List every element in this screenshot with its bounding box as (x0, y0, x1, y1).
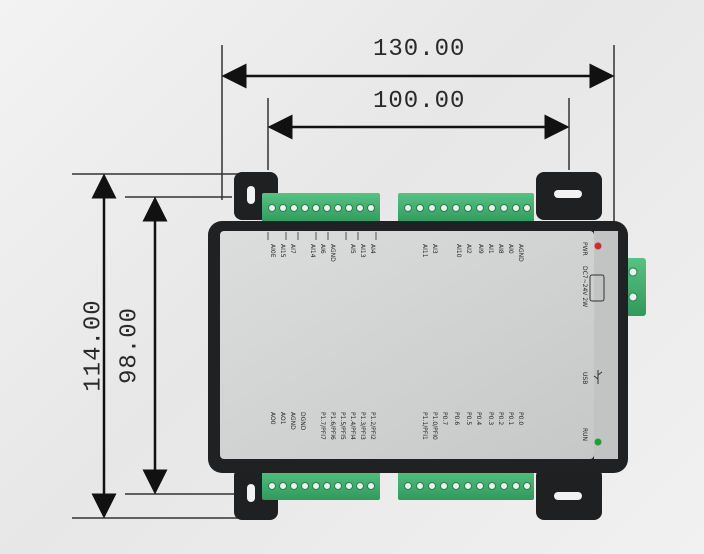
terminal-label: P0.0 (517, 412, 524, 426)
terminal-label: P1.4/PFI4 (349, 412, 356, 440)
terminal-label: P1.0/PFI0 (431, 412, 438, 440)
terminal-label: AI11 (421, 244, 428, 258)
terminal-label: AI10 (455, 244, 462, 258)
terminal-label: AI9 (477, 244, 484, 254)
terminal-label: P1.3/PFI3 (359, 412, 366, 440)
dimension-height-outer: 114.00 (80, 299, 108, 392)
terminal-label: P0.6 (453, 412, 460, 426)
terminal-label: P1.2/PFI2 (369, 412, 376, 440)
dimension-height-inner: 98.00 (116, 307, 144, 385)
terminal-label: AI4 (369, 244, 376, 254)
terminal-label: P1.1/PFI1 (421, 412, 428, 440)
dimension-arrows (91, 63, 615, 519)
terminal-label: AGND (517, 244, 524, 262)
terminal-label: AI1 (487, 244, 494, 254)
mounting-slots (247, 186, 582, 502)
pwr-led (594, 242, 602, 250)
run-led (594, 438, 602, 446)
terminal-label: P0.5 (465, 412, 472, 426)
pwr-label: PWR (581, 242, 588, 256)
power-port (589, 274, 605, 302)
terminal-label: P1.6/PFI6 (329, 412, 336, 440)
terminal-label: AI8 (497, 244, 504, 254)
run-label: RUN (581, 428, 588, 442)
terminal-label: P0.3 (487, 412, 494, 426)
terminal-label: AI13 (359, 244, 366, 258)
power-spec-label: DC7~24V 2W (581, 266, 588, 308)
terminal-label: P0.7 (441, 412, 448, 426)
terminal-label: P0.1 (507, 412, 514, 426)
terminal-label: AI6 (319, 244, 326, 254)
terminal-label: AI5 (349, 244, 356, 254)
terminal-label: AI15 (279, 244, 286, 258)
pin-ticks (267, 232, 377, 240)
terminal-label: P1.5/PFI5 (339, 412, 346, 440)
terminal-label: P1.7/PFI7 (319, 412, 326, 440)
side-strip (594, 231, 618, 459)
terminal-label: AGND (289, 412, 296, 430)
dimension-width-outer: 130.00 (373, 36, 466, 63)
terminal-label: AO0 (269, 412, 276, 425)
terminal-label: AI0E (269, 244, 276, 258)
terminal-label: AO1 (279, 412, 286, 425)
terminal-label: P0.4 (475, 412, 482, 426)
terminal-label: AI0 (507, 244, 514, 254)
terminal-label: AI2 (465, 244, 472, 254)
terminal-label: AI14 (309, 244, 316, 258)
dimension-width-inner: 100.00 (373, 88, 466, 115)
front-panel (220, 231, 594, 459)
terminal-label: P0.2 (497, 412, 504, 426)
terminal-label: DGND (299, 412, 306, 431)
terminal-label: AI3 (431, 244, 438, 254)
terminal-label: AI7 (289, 244, 296, 254)
terminal-screws (268, 204, 638, 490)
usb-label: USB (581, 372, 588, 385)
usb-icon (593, 370, 603, 384)
terminal-label: AGND (329, 244, 336, 262)
